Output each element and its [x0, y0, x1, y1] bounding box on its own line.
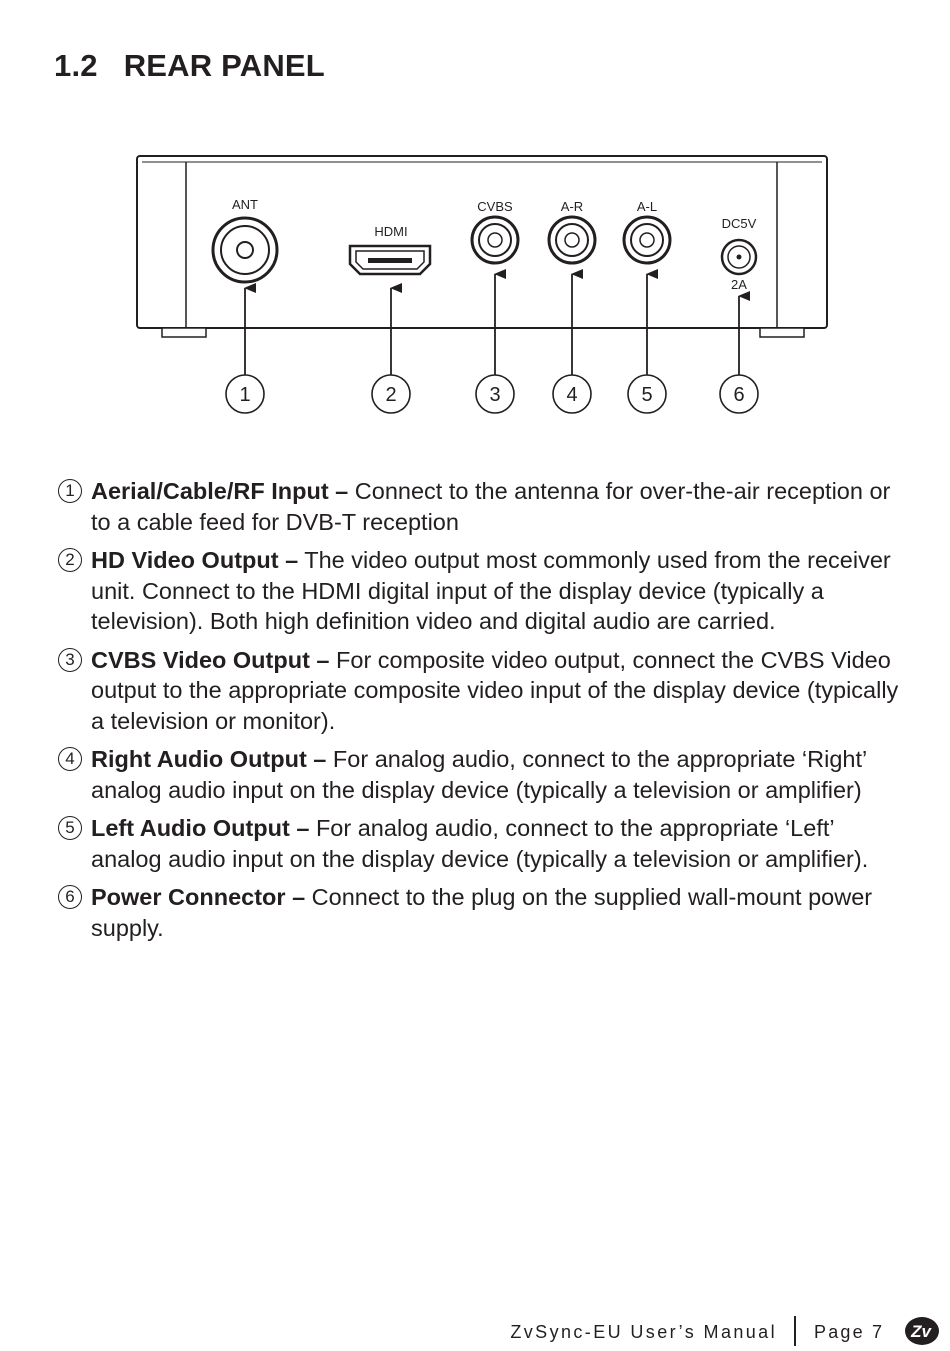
device-foot-right	[759, 327, 805, 338]
item-term: Left Audio Output –	[91, 815, 310, 841]
cvbs-label: CVBS	[477, 199, 513, 214]
cvbs-connector	[470, 215, 520, 265]
item-marker: 1	[58, 479, 82, 503]
page-number: Page 7	[814, 1322, 885, 1342]
page-footer: ZvSync-EU User’s Manual Page 7 Zv	[0, 1316, 950, 1350]
callout-1-number: 1	[239, 384, 250, 406]
item-body: Aerial/Cable/RF Input – Connect to the a…	[91, 476, 908, 537]
ar-label: A-R	[561, 199, 583, 214]
item-body: HD Video Output – The video output most …	[91, 545, 908, 637]
item-term: Aerial/Cable/RF Input –	[91, 478, 349, 504]
callout-6: 6	[719, 374, 759, 414]
item-text: For composite video output, connect the …	[91, 646, 899, 734]
item-text: The video output most commonly used from…	[91, 547, 891, 634]
callout-6-number: 6	[733, 384, 744, 406]
list-item: 1 Aerial/Cable/RF Input – Connect to the…	[58, 476, 908, 537]
item-term: Right Audio Output –	[91, 746, 327, 772]
item-body: Power Connector – Connect to the plug on…	[91, 882, 908, 943]
item-marker: 2	[58, 548, 82, 572]
item-text: For analog audio, connect to the appropr…	[91, 815, 869, 872]
callout-2: 2	[371, 374, 411, 414]
callout-3-number: 3	[489, 384, 500, 406]
dc-label: DC5V	[722, 216, 757, 231]
list-item: 5 Left Audio Output – For analog audio, …	[58, 813, 908, 874]
ant-connector	[211, 216, 279, 284]
item-body: Left Audio Output – For analog audio, co…	[91, 813, 908, 874]
footer-divider	[794, 1316, 796, 1346]
zv-logo-icon: Zv	[905, 1317, 939, 1345]
al-connector	[622, 215, 672, 265]
device-foot-left	[161, 327, 207, 338]
list-item: 4 Right Audio Output – For analog audio,…	[58, 744, 908, 805]
svg-text:Zv: Zv	[910, 1322, 932, 1341]
section-heading: 1.2 REAR PANEL	[54, 48, 325, 84]
callout-4: 4	[552, 374, 592, 414]
item-body: Right Audio Output – For analog audio, c…	[91, 744, 908, 805]
item-text: Connect to the plug on the supplied wall…	[91, 884, 873, 941]
ant-label: ANT	[232, 197, 258, 212]
hdmi-label: HDMI	[374, 224, 407, 239]
item-term: HD Video Output –	[91, 547, 299, 573]
callout-3: 3	[475, 374, 515, 414]
list-item: 6 Power Connector – Connect to the plug …	[58, 882, 908, 943]
item-text: For analog audio, connect to the appropr…	[91, 746, 867, 803]
manual-title: ZvSync-EU User’s Manual	[510, 1322, 777, 1342]
callout-4-number: 4	[566, 384, 577, 406]
section-number: 1.2	[54, 48, 98, 83]
callout-5-number: 5	[641, 384, 652, 406]
callout-1: 1	[225, 374, 265, 414]
dc-jack	[720, 238, 758, 276]
dc-current-label: 2A	[731, 277, 747, 292]
item-marker: 3	[58, 647, 82, 672]
item-marker: 5	[58, 816, 82, 840]
item-body: CVBS Video Output – For composite video …	[91, 645, 908, 737]
callout-2-number: 2	[385, 384, 396, 406]
connector-list: 1 Aerial/Cable/RF Input – Connect to the…	[58, 476, 908, 951]
callout-5: 5	[627, 374, 667, 414]
item-term: CVBS Video Output –	[91, 646, 330, 673]
item-marker: 4	[58, 747, 82, 771]
item-term: Power Connector –	[91, 884, 306, 910]
rear-panel-diagram: ANT HDMI CVBS A-R A-L DC5V	[120, 150, 840, 430]
list-item: 3 CVBS Video Output – For composite vide…	[58, 645, 908, 737]
hdmi-port	[348, 244, 432, 276]
item-marker: 6	[58, 885, 82, 909]
item-text: Connect to the antenna for over-the-air …	[91, 478, 891, 535]
al-label: A-L	[637, 199, 657, 214]
list-item: 2 HD Video Output – The video output mos…	[58, 545, 908, 637]
ar-connector	[547, 215, 597, 265]
section-title: REAR PANEL	[123, 48, 325, 83]
